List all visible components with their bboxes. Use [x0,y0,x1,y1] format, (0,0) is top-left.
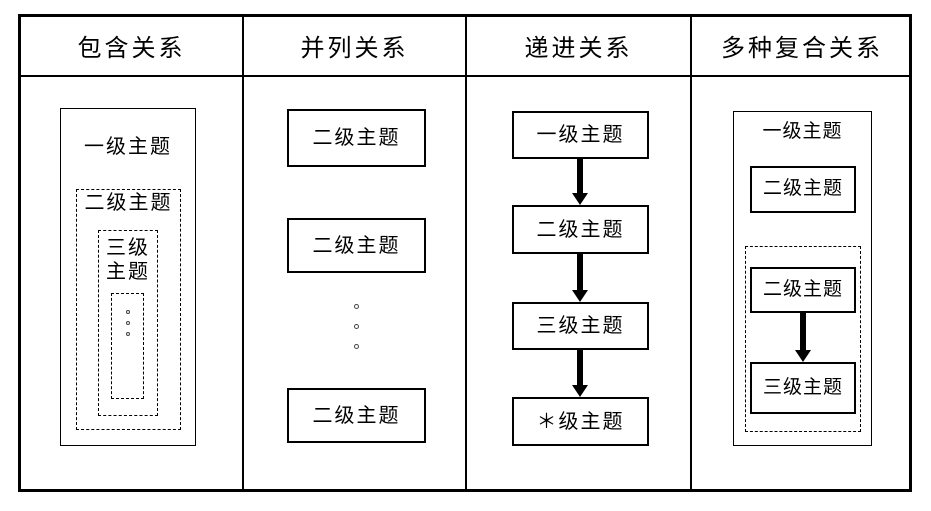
containment-deeper-levels-box [111,293,144,399]
header-composite: 多种复合关系 [721,35,883,62]
containment-level1-box [60,108,196,446]
containment-level2-box [76,189,181,430]
progressive-box-1: 一级主题 [512,111,649,159]
parallel-box-3: 二级主题 [287,388,426,443]
header-progressive: 递进关系 [524,35,633,62]
composite-box-2: 二级主题 [750,267,856,313]
ellipsis-dot [354,304,359,309]
progressive-box-3-label: 三级主题 [536,315,625,337]
arrow-shaft [577,159,583,193]
ellipsis-dot [126,310,130,314]
ellipsis-dot [354,344,359,349]
containment-level3-label: 三级 主题 [106,237,150,283]
progressive-box-4-label: ＊级主题 [536,410,625,433]
arrow-down-icon [572,254,588,302]
arrow-head [572,290,588,302]
progressive-box-2-label: 二级主题 [536,218,625,241]
containment-level1-label: 一级主题 [84,136,172,158]
arrow-head [795,350,811,362]
arrow-shaft [577,350,583,385]
containment-level2-label: 二级主题 [84,192,173,214]
column-divider-3 [690,14,692,492]
composite-box-3: 三级主题 [750,362,856,414]
parallel-ellipsis-icon [354,304,359,364]
arrow-down-icon [572,350,588,397]
parallel-box-2: 二级主题 [287,218,426,273]
arrow-shaft [577,254,583,290]
parallel-box-3-label: 二级主题 [312,404,401,427]
containment-level3-box [98,230,158,416]
composite-box-2-label: 二级主题 [762,278,843,300]
ellipsis-dot [126,321,130,325]
arrow-shaft [800,313,806,350]
column-divider-2 [465,14,467,492]
progressive-box-4: ＊级主题 [512,397,649,446]
arrow-head [572,385,588,397]
parallel-box-1: 二级主题 [287,109,426,167]
ellipsis-dot [354,324,359,329]
column-divider-1 [242,14,244,492]
ellipsis-dot [126,332,130,336]
composite-dashed-group-box [745,246,861,432]
composite-level1-label: 一级主题 [762,120,843,142]
header-containment: 包含关系 [77,35,186,62]
header-parallel: 并列关系 [300,35,409,62]
arrow-down-icon [795,313,811,362]
arrow-down-icon [572,159,588,205]
parallel-box-2-label: 二级主题 [312,234,401,257]
parallel-box-1-label: 二级主题 [312,127,401,149]
progressive-box-1-label: 一级主题 [536,124,625,146]
progressive-box-2: 二级主题 [512,205,649,254]
arrow-head [572,193,588,205]
progressive-box-3: 三级主题 [512,302,649,350]
containment-ellipsis-icon [126,310,130,343]
composite-box-1: 二级主题 [750,166,856,213]
composite-box-1-label: 二级主题 [762,178,843,200]
composite-box-3-label: 三级主题 [762,376,843,398]
